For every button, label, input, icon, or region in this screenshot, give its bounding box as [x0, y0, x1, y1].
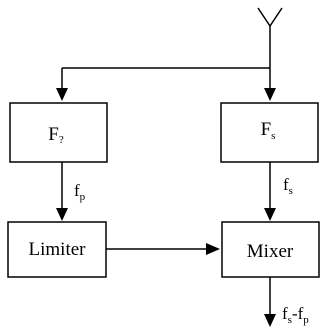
output-line — [264, 277, 276, 327]
limiter-label: Limiter — [29, 239, 87, 260]
antenna-split-line — [56, 67, 276, 101]
svg-text:Fs: Fs — [261, 119, 276, 142]
left-filter-sub: ? — [59, 134, 64, 146]
fp-signal-line — [56, 162, 68, 221]
mixer-label: Mixer — [247, 241, 294, 262]
limiter-to-mixer-line — [106, 243, 220, 255]
limiter-block: Limiter — [7, 221, 107, 278]
right-filter-main: F — [261, 119, 272, 140]
svg-text:F?: F? — [48, 124, 64, 146]
antenna-icon — [257, 7, 283, 68]
mixer-block: Mixer — [221, 221, 320, 278]
fs-label: fs — [283, 175, 293, 197]
fs-signal-line — [264, 162, 276, 221]
right-filter-block: Fs — [220, 102, 319, 163]
fp-label: fp — [74, 181, 86, 203]
output-label: fs-fp — [282, 304, 309, 326]
left-filter-block: F? — [9, 102, 108, 163]
left-filter-main: F — [48, 124, 59, 145]
right-filter-sub: s — [271, 130, 275, 142]
